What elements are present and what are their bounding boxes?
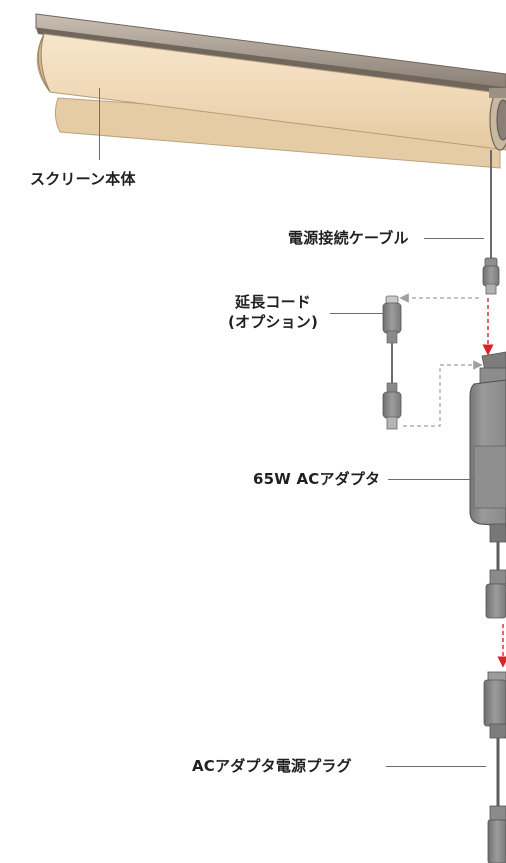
extension-cord: [382, 295, 402, 430]
screen-body: [35, 13, 506, 169]
ac-adapter: [469, 351, 506, 619]
label-extension-cord: 延長コード (オプション): [218, 292, 328, 332]
label-extension-cord-name: 延長コード: [234, 293, 311, 311]
label-ac-adapter-power-plug: ACアダプタ電源プラグ: [192, 757, 352, 775]
ac-adapter-power-plug: [483, 671, 506, 863]
label-power-connection-cable: 電源接続ケーブル: [288, 229, 409, 247]
screen-left-end-cap: [37, 33, 51, 93]
label-screen-body: スクリーン本体: [30, 170, 136, 188]
leader-line-power-cable: [424, 238, 484, 239]
label-ac-adapter: 65W ACアダプタ: [253, 470, 381, 488]
leader-line-ac-plug: [386, 766, 486, 767]
label-extension-cord-optional: (オプション): [227, 313, 319, 331]
leader-line-ac-adapter: [388, 479, 474, 480]
screen-fabric-back: [54, 97, 501, 169]
extension-guide-lines: [399, 293, 483, 427]
screen-right-bracket: [489, 88, 506, 151]
power-connection-cable: [482, 150, 500, 295]
leader-line-extension-cord: [330, 313, 384, 314]
screen-top-rail: [35, 13, 506, 89]
screen-top-rail-edge: [36, 28, 506, 94]
leader-line-screen-body: [99, 88, 100, 160]
